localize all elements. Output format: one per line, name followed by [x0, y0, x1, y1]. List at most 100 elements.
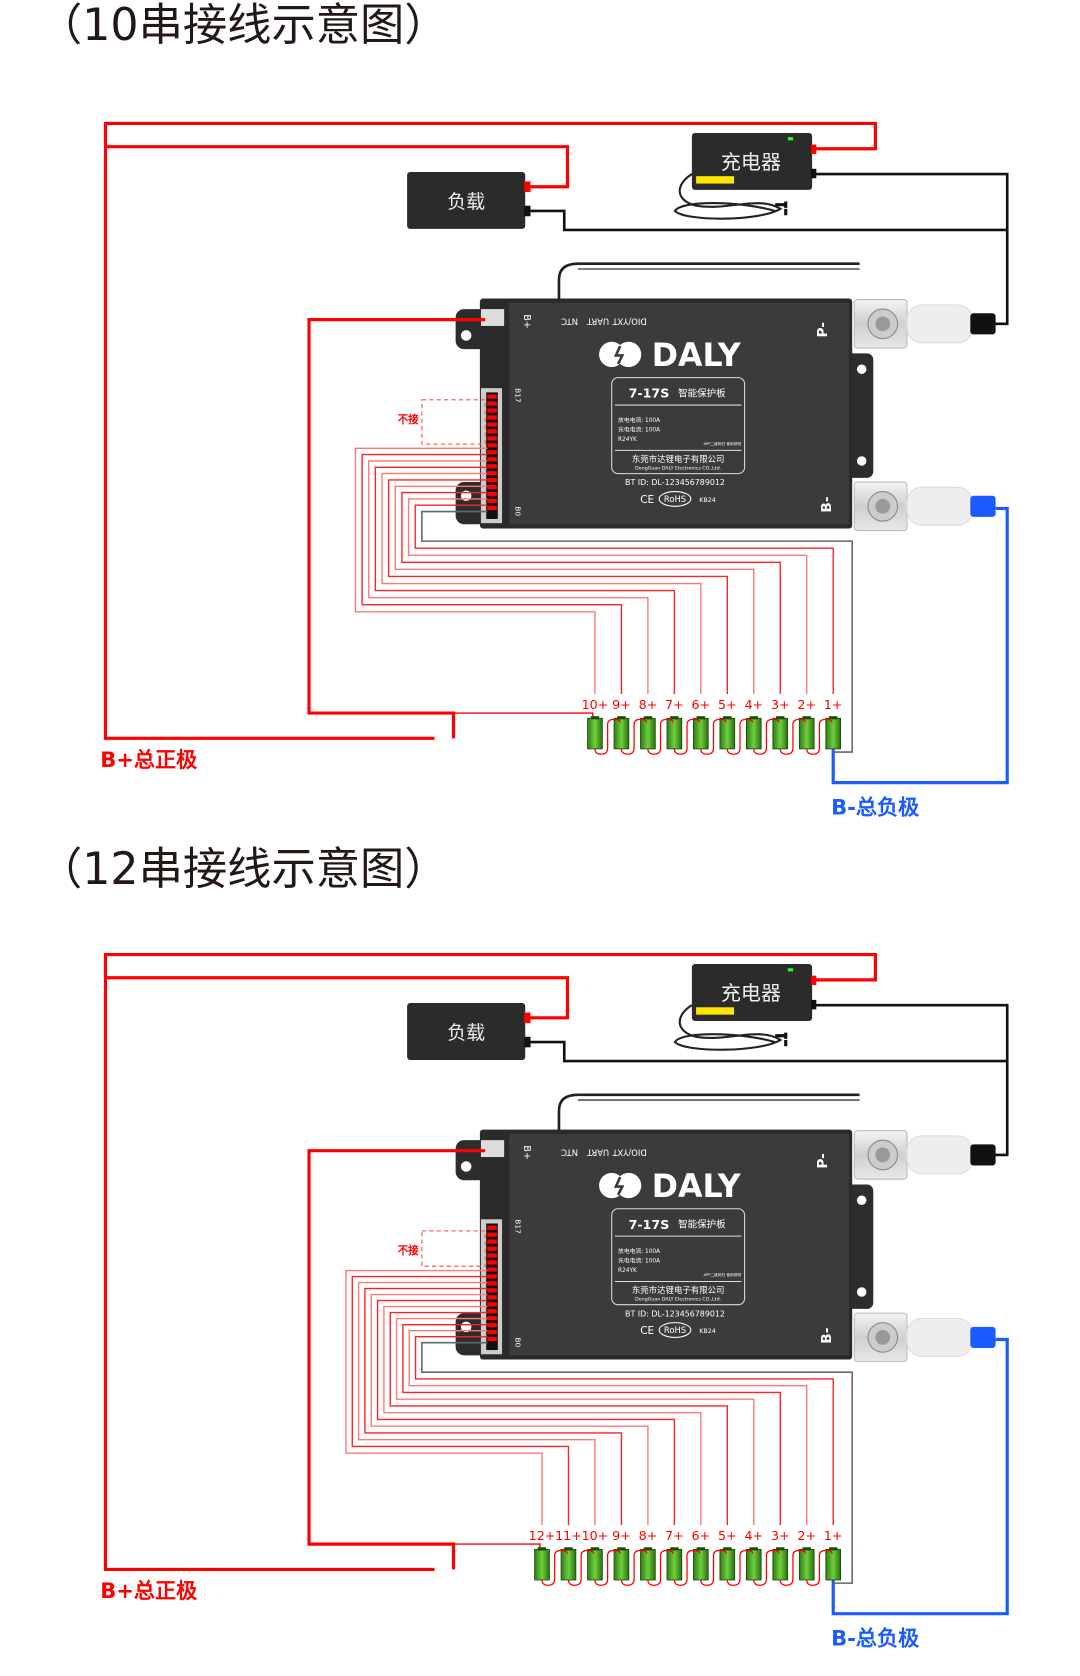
top-cell-wire — [453, 1543, 541, 1551]
battery-label: 7+ — [665, 1528, 684, 1543]
mount-hole — [856, 1287, 867, 1297]
sense-pin — [487, 1336, 497, 1342]
battery-terminal — [590, 1547, 600, 1551]
bminus-wire — [831, 506, 1009, 785]
sense-wire-b5 — [387, 479, 728, 695]
daly-logo-icon — [615, 341, 642, 368]
bplus-bms-wire — [307, 318, 486, 739]
charger-box — [691, 132, 813, 190]
pin-label-b0: B0 — [514, 1337, 523, 1347]
load-minus-terminal — [524, 205, 531, 217]
battery-label: 3+ — [771, 1528, 790, 1543]
sense-pin — [487, 1267, 497, 1272]
port-label: DIO/YXT — [612, 1148, 647, 1158]
sense-pin — [487, 457, 497, 462]
sense-pin — [487, 408, 497, 413]
sense-wire-b1 — [414, 1335, 834, 1526]
battery-terminal — [643, 716, 653, 720]
bminus-total-label: B-总负极 — [831, 794, 920, 819]
sense-pin — [487, 1260, 497, 1265]
bplus-total-label: B+总正极 — [100, 747, 198, 772]
bplus-bms-wire — [307, 1149, 486, 1570]
battery-label: 5+ — [718, 1528, 737, 1543]
sense-wire-b3 — [402, 1323, 781, 1526]
sense-pin — [487, 1316, 497, 1321]
battery-cell-icon — [745, 717, 762, 750]
sense-wire-b6 — [381, 472, 702, 695]
ce-mark: CE — [640, 494, 654, 506]
bplus-port — [480, 1140, 505, 1158]
battery-terminal — [590, 716, 600, 720]
brand-name: DALY — [652, 1169, 742, 1205]
sense-pin — [487, 1323, 497, 1328]
sense-pin — [487, 484, 497, 490]
terminal-bolt-core — [875, 498, 891, 514]
charger-plus-terminal — [811, 975, 817, 986]
cell-series-link — [594, 718, 621, 755]
sense-wire-b2 — [408, 1329, 808, 1526]
load-plus-terminal — [524, 181, 531, 193]
rohs-mark: RoHS — [664, 494, 686, 504]
sense-pin — [487, 443, 497, 448]
battery-label: 7+ — [665, 697, 684, 712]
pminus-bms-wire — [993, 1061, 1009, 1157]
port-label-pminus: P- — [815, 322, 831, 338]
battery-terminal — [802, 1547, 811, 1551]
charge-label: 充电电流: 100A — [618, 425, 660, 433]
battery-cell-icon — [798, 717, 815, 750]
sense-pin — [487, 450, 497, 455]
battery-label: 10+ — [582, 697, 609, 712]
product-label: 智能保护板 — [678, 1219, 726, 1231]
charger-cord-icon — [673, 1004, 783, 1051]
daly-logo-icon — [615, 1172, 642, 1199]
sense-wire-b10 — [357, 1281, 596, 1526]
terminal-cable-pminus — [906, 1135, 973, 1175]
bminus-total-label: B-总负极 — [831, 1625, 920, 1650]
sense-pin — [487, 464, 497, 469]
battery-label: 11+ — [555, 1528, 582, 1543]
sense-wire-b3 — [401, 491, 781, 695]
cell-series-link — [567, 1549, 595, 1586]
battery-cell-icon — [587, 1548, 603, 1581]
battery-label: 3+ — [771, 697, 790, 712]
sense-wire-b8 — [370, 1293, 649, 1526]
port-label-bplus: B+ — [521, 1145, 532, 1159]
battery-cell-icon — [693, 1548, 709, 1581]
daly-logo-bolt — [613, 1176, 625, 1196]
not-connected-label: 不接 — [398, 1244, 420, 1257]
sense-pin — [487, 401, 497, 406]
sense-pin — [487, 1288, 497, 1293]
load-box — [407, 1003, 526, 1061]
sense-pin — [487, 429, 497, 434]
model-label: 7-17S — [629, 1217, 670, 1232]
sense-wire-b1 — [414, 504, 834, 695]
label-plate — [611, 377, 746, 475]
sense-wire-b9 — [361, 453, 623, 695]
sense-wire-b5 — [389, 1311, 728, 1526]
cell-series-link — [700, 718, 727, 755]
battery-terminal — [828, 716, 838, 720]
not-connected-box — [421, 399, 486, 445]
charger-led-icon — [787, 137, 794, 141]
sense-pin — [487, 1309, 497, 1314]
charge-label: 充电电流: 100A — [618, 1257, 660, 1265]
terminal-bolt-core — [875, 1330, 891, 1345]
bms-panel — [509, 302, 850, 525]
mount-hole — [460, 1161, 472, 1172]
sense-wire-b12 — [345, 1269, 543, 1526]
plug-icon — [775, 1032, 788, 1047]
battery-cell-icon — [534, 1548, 550, 1581]
load-label: 负载 — [447, 1022, 485, 1044]
sense-pin — [487, 1232, 497, 1237]
code-label: R24YK — [618, 437, 637, 443]
pminus-load-charger-wire — [527, 172, 1009, 232]
battery-cell-icon — [640, 717, 656, 750]
battery-label: 1+ — [824, 1528, 843, 1543]
sense-wire-b4 — [395, 1317, 755, 1526]
cell-series-link — [806, 718, 833, 755]
battery-cell-icon — [798, 1548, 815, 1581]
model-label: 7-17S — [629, 386, 670, 401]
battery-cell-icon — [613, 717, 630, 750]
